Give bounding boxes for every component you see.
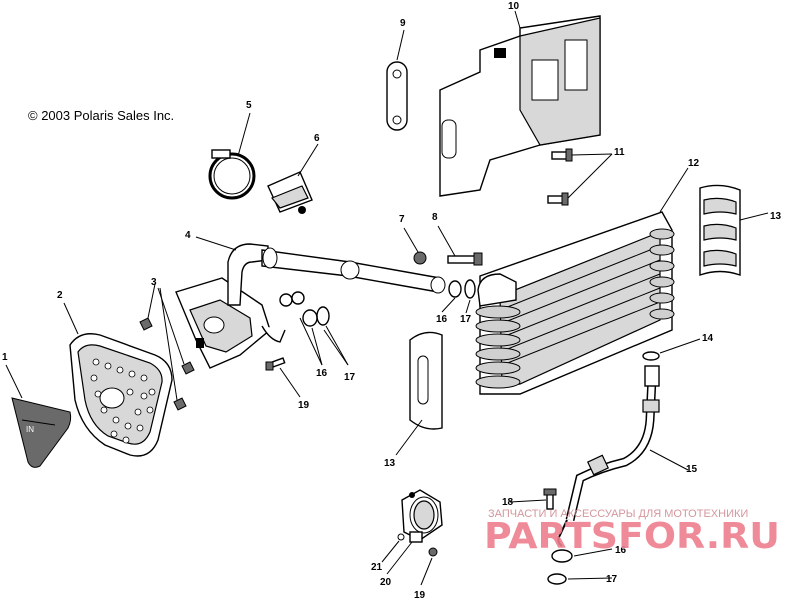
part-3-screws (139, 317, 195, 411)
callout-17-center: 17 (460, 314, 472, 325)
callout-5: 5 (246, 100, 252, 111)
callout-18: 18 (502, 497, 514, 508)
callout-8: 8 (432, 212, 438, 223)
leader-lines (5, 10, 769, 586)
part-11-bolts (547, 148, 573, 206)
part-16-17-washers-lower (547, 549, 573, 585)
copyright-text: © 2003 Polaris Sales Inc. (28, 108, 174, 123)
callout-16-center: 16 (436, 314, 448, 325)
part-15-oil-line (557, 365, 660, 547)
callout-16-left: 16 (316, 368, 328, 379)
part-6-clip (267, 171, 313, 214)
callout-13-bottom: 13 (384, 458, 396, 469)
callout-13-right: 13 (770, 211, 782, 222)
part-4-bracket-tube (175, 243, 446, 369)
part-10-shield (439, 15, 601, 197)
part-19-screw-upper (265, 357, 286, 371)
part-14-washer (642, 351, 660, 361)
part-20-switch (401, 489, 443, 543)
part-18-bolt (543, 488, 557, 510)
callout-17-left: 17 (344, 372, 356, 383)
callout-2: 2 (57, 290, 63, 301)
callout-3: 3 (151, 277, 157, 288)
callout-11: 11 (614, 147, 625, 158)
callout-12: 12 (688, 158, 700, 169)
callout-17-bottom: 17 (606, 574, 618, 585)
part-21-washer (397, 533, 405, 541)
part-13-fin-cover-right (699, 184, 741, 276)
callout-19-upper: 19 (298, 400, 310, 411)
watermark: ЗАПЧАСТИ И АКСЕССУАРЫ ДЛЯ МОТОТЕХНИКИ PA… (484, 508, 780, 557)
part-8-bolt (447, 252, 483, 266)
callout-6: 6 (314, 133, 320, 144)
callout-10: 10 (508, 1, 520, 12)
callout-19-lower: 19 (414, 590, 426, 600)
part-5-clamp (208, 149, 256, 200)
part-2-cover (69, 333, 173, 457)
callout-15: 15 (686, 464, 698, 475)
callout-7: 7 (399, 214, 405, 225)
callout-1: 1 (2, 352, 8, 363)
callout-21: 21 (371, 562, 383, 573)
part-16-17-orings-center (448, 279, 476, 299)
part-1-emblem: IN (11, 397, 72, 468)
callout-16-bottom: 16 (615, 545, 627, 556)
watermark-tagline: ЗАПЧАСТИ И АКСЕССУАРЫ ДЛЯ МОТОТЕХНИКИ (488, 508, 748, 520)
callout-14: 14 (702, 333, 714, 344)
part-16-17-orings-left (279, 291, 330, 327)
part-19-nut-lower (428, 547, 438, 557)
callout-4: 4 (185, 230, 191, 241)
callout-20: 20 (380, 577, 392, 588)
watermark-logo-text: PARTSFOR.RU (484, 516, 780, 557)
svg-text:IN: IN (26, 425, 34, 434)
part-7-nut (413, 251, 427, 265)
part-13-side-cover (409, 331, 443, 430)
part-12-oil-cooler (475, 211, 675, 395)
callout-9: 9 (400, 18, 406, 29)
part-9-link (386, 61, 408, 131)
